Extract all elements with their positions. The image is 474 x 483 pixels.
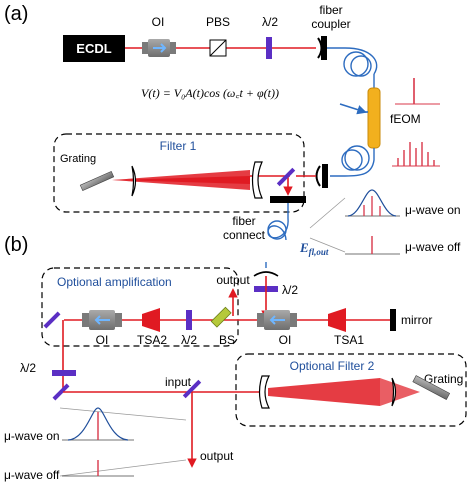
mu-wave-off-spectrum-b bbox=[62, 460, 134, 477]
e-out-label: Efl,out bbox=[299, 240, 329, 257]
oi-label-a: OI bbox=[152, 15, 165, 29]
drive-equation: V(t) = V₀A(t)cos (ω꜀t + φ(t)) bbox=[141, 86, 279, 100]
fiber-coupler-label-1: fiber bbox=[319, 3, 342, 17]
fiber-connector-a bbox=[270, 196, 306, 203]
mu-wave-on-label-b: μ-wave on bbox=[4, 429, 60, 443]
grating-label-b: Grating bbox=[424, 372, 463, 386]
half-wave-label-a: λ/2 bbox=[262, 15, 278, 29]
mu-wave-on-spectrum-a bbox=[345, 189, 400, 217]
half-wave-plate-a bbox=[266, 37, 272, 59]
half-wave-plate-b3 bbox=[52, 370, 76, 376]
bs-label: BS bbox=[219, 333, 235, 347]
fiber-coupler-filter bbox=[315, 164, 328, 188]
tsa1-label: TSA1 bbox=[334, 333, 364, 347]
half-wave-label-b1: λ/2 bbox=[282, 283, 298, 297]
mirror-b-left-bottom bbox=[52, 383, 70, 401]
zoom-line-2 bbox=[309, 237, 346, 253]
input-label: input bbox=[165, 375, 192, 389]
lens-filter2-b bbox=[391, 377, 397, 407]
panel-b-label: (b) bbox=[4, 234, 28, 256]
panel-a-label: (a) bbox=[4, 3, 28, 25]
filter1-label: Filter 1 bbox=[160, 139, 197, 153]
feom-label: fEOM bbox=[390, 112, 421, 126]
grating-b bbox=[412, 375, 451, 400]
filter1-beam bbox=[112, 170, 316, 196]
half-wave-plate-b2 bbox=[186, 310, 192, 330]
fiber-loop-1 bbox=[327, 47, 378, 88]
sideband-spectrum bbox=[392, 142, 440, 167]
tsa1-amplifier bbox=[328, 308, 346, 332]
fiber-coupler-a bbox=[317, 36, 327, 60]
beam-splitter bbox=[210, 306, 232, 328]
tsa2-label: TSA2 bbox=[137, 333, 167, 347]
mirror-label: mirror bbox=[401, 313, 432, 327]
output-label-bottom: output bbox=[200, 449, 234, 463]
oi-label-b2: OI bbox=[279, 333, 292, 347]
pbs-cube bbox=[209, 39, 227, 57]
fiber-collimator-b bbox=[253, 262, 279, 277]
filter2-beam bbox=[268, 378, 420, 406]
optical-isolator-b1 bbox=[82, 310, 122, 330]
ecdl-box bbox=[63, 35, 125, 62]
lens-filter2-a bbox=[258, 375, 270, 409]
optional-filter2-box bbox=[235, 353, 467, 427]
zoom-line-1 bbox=[309, 197, 346, 229]
pbs-label: PBS bbox=[206, 15, 230, 29]
optical-isolator-a bbox=[142, 39, 176, 57]
output-label-top: output bbox=[216, 273, 250, 287]
fiber-loop-2 bbox=[330, 145, 375, 177]
mu-wave-off-spectrum-a bbox=[345, 236, 400, 255]
filter1-box bbox=[53, 133, 305, 213]
optional-filter2-label: Optional Filter 2 bbox=[290, 359, 375, 373]
zoom-line-3 bbox=[59, 407, 187, 421]
fiber-connect-loop bbox=[267, 203, 289, 241]
half-wave-label-b2: λ/2 bbox=[181, 333, 197, 347]
single-line-spectrum bbox=[395, 78, 440, 105]
feom bbox=[365, 87, 381, 149]
mirror-filter1 bbox=[276, 167, 296, 187]
ecdl-label: ECDL bbox=[76, 41, 111, 56]
tsa2-amplifier bbox=[142, 308, 160, 332]
optical-isolator-b2 bbox=[257, 310, 297, 330]
mirror-b-left-top bbox=[43, 311, 61, 329]
grating-a bbox=[79, 170, 115, 192]
mu-wave-on-label-a: μ-wave on bbox=[405, 203, 461, 217]
optional-amplification-box bbox=[41, 267, 239, 347]
mirror-input bbox=[182, 379, 202, 399]
rf-drive-arrow bbox=[339, 103, 367, 115]
lens-filter1-b bbox=[251, 161, 263, 199]
mu-wave-off-label-b: μ-wave off bbox=[4, 468, 60, 482]
mu-wave-on-spectrum-b bbox=[62, 407, 134, 441]
fiber-coupler-label-2: coupler bbox=[311, 17, 350, 31]
half-wave-label-b3: λ/2 bbox=[20, 361, 36, 375]
lens-filter1-a bbox=[131, 165, 137, 197]
fiber-connect-label-1: fiber bbox=[232, 214, 255, 228]
grating-label-a: Grating bbox=[60, 153, 96, 165]
oi-label-b1: OI bbox=[96, 333, 109, 347]
optional-amplification-label: Optional amplification bbox=[57, 275, 172, 289]
zoom-line-4 bbox=[59, 459, 187, 477]
mirror-b-right bbox=[390, 309, 396, 331]
mu-wave-off-label-a: μ-wave off bbox=[405, 240, 461, 254]
fiber-connect-label-2: connect bbox=[223, 228, 266, 242]
